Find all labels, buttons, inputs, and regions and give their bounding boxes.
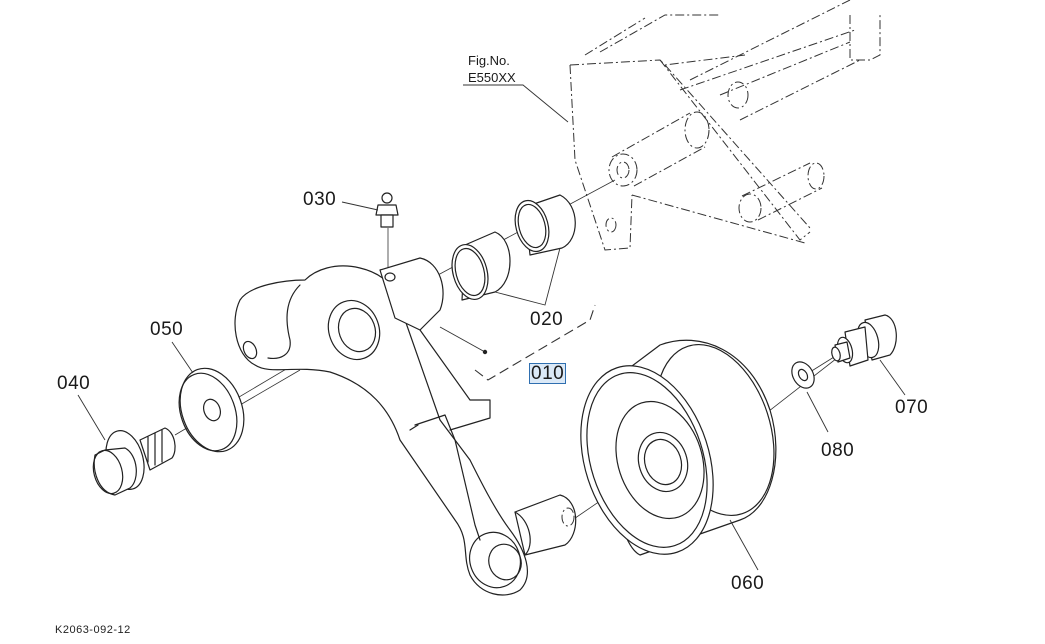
callout-080[interactable]: 080: [821, 440, 855, 461]
drawing-code: K2063-092-12: [55, 624, 131, 636]
flange-bolt-drawing: [92, 427, 176, 496]
idler-pulley-drawing: [580, 339, 777, 556]
callout-050[interactable]: 050: [150, 319, 184, 340]
leader-lines: [77, 84, 906, 571]
figure-ref-line2: E550XX: [468, 70, 516, 85]
callout-070[interactable]: 070: [895, 397, 929, 418]
washer-drawing: [178, 367, 245, 453]
frame-bracket-reference: [569, 0, 881, 251]
figure-reference: Fig.No. E550XX: [468, 52, 516, 86]
figure-ref-line1: Fig.No.: [468, 53, 510, 68]
grease-nipple-drawing: [375, 192, 399, 228]
tension-arm-drawing: [234, 257, 577, 596]
callout-060[interactable]: 060: [731, 573, 765, 594]
bushings-drawing: [451, 194, 576, 301]
callout-020[interactable]: 020: [530, 309, 564, 330]
pulley-bolt-drawing: [831, 314, 897, 367]
callout-040[interactable]: 040: [57, 373, 91, 394]
callout-030[interactable]: 030: [303, 189, 337, 210]
callout-010[interactable]: 010: [528, 363, 567, 384]
small-washer-drawing: [791, 361, 815, 389]
